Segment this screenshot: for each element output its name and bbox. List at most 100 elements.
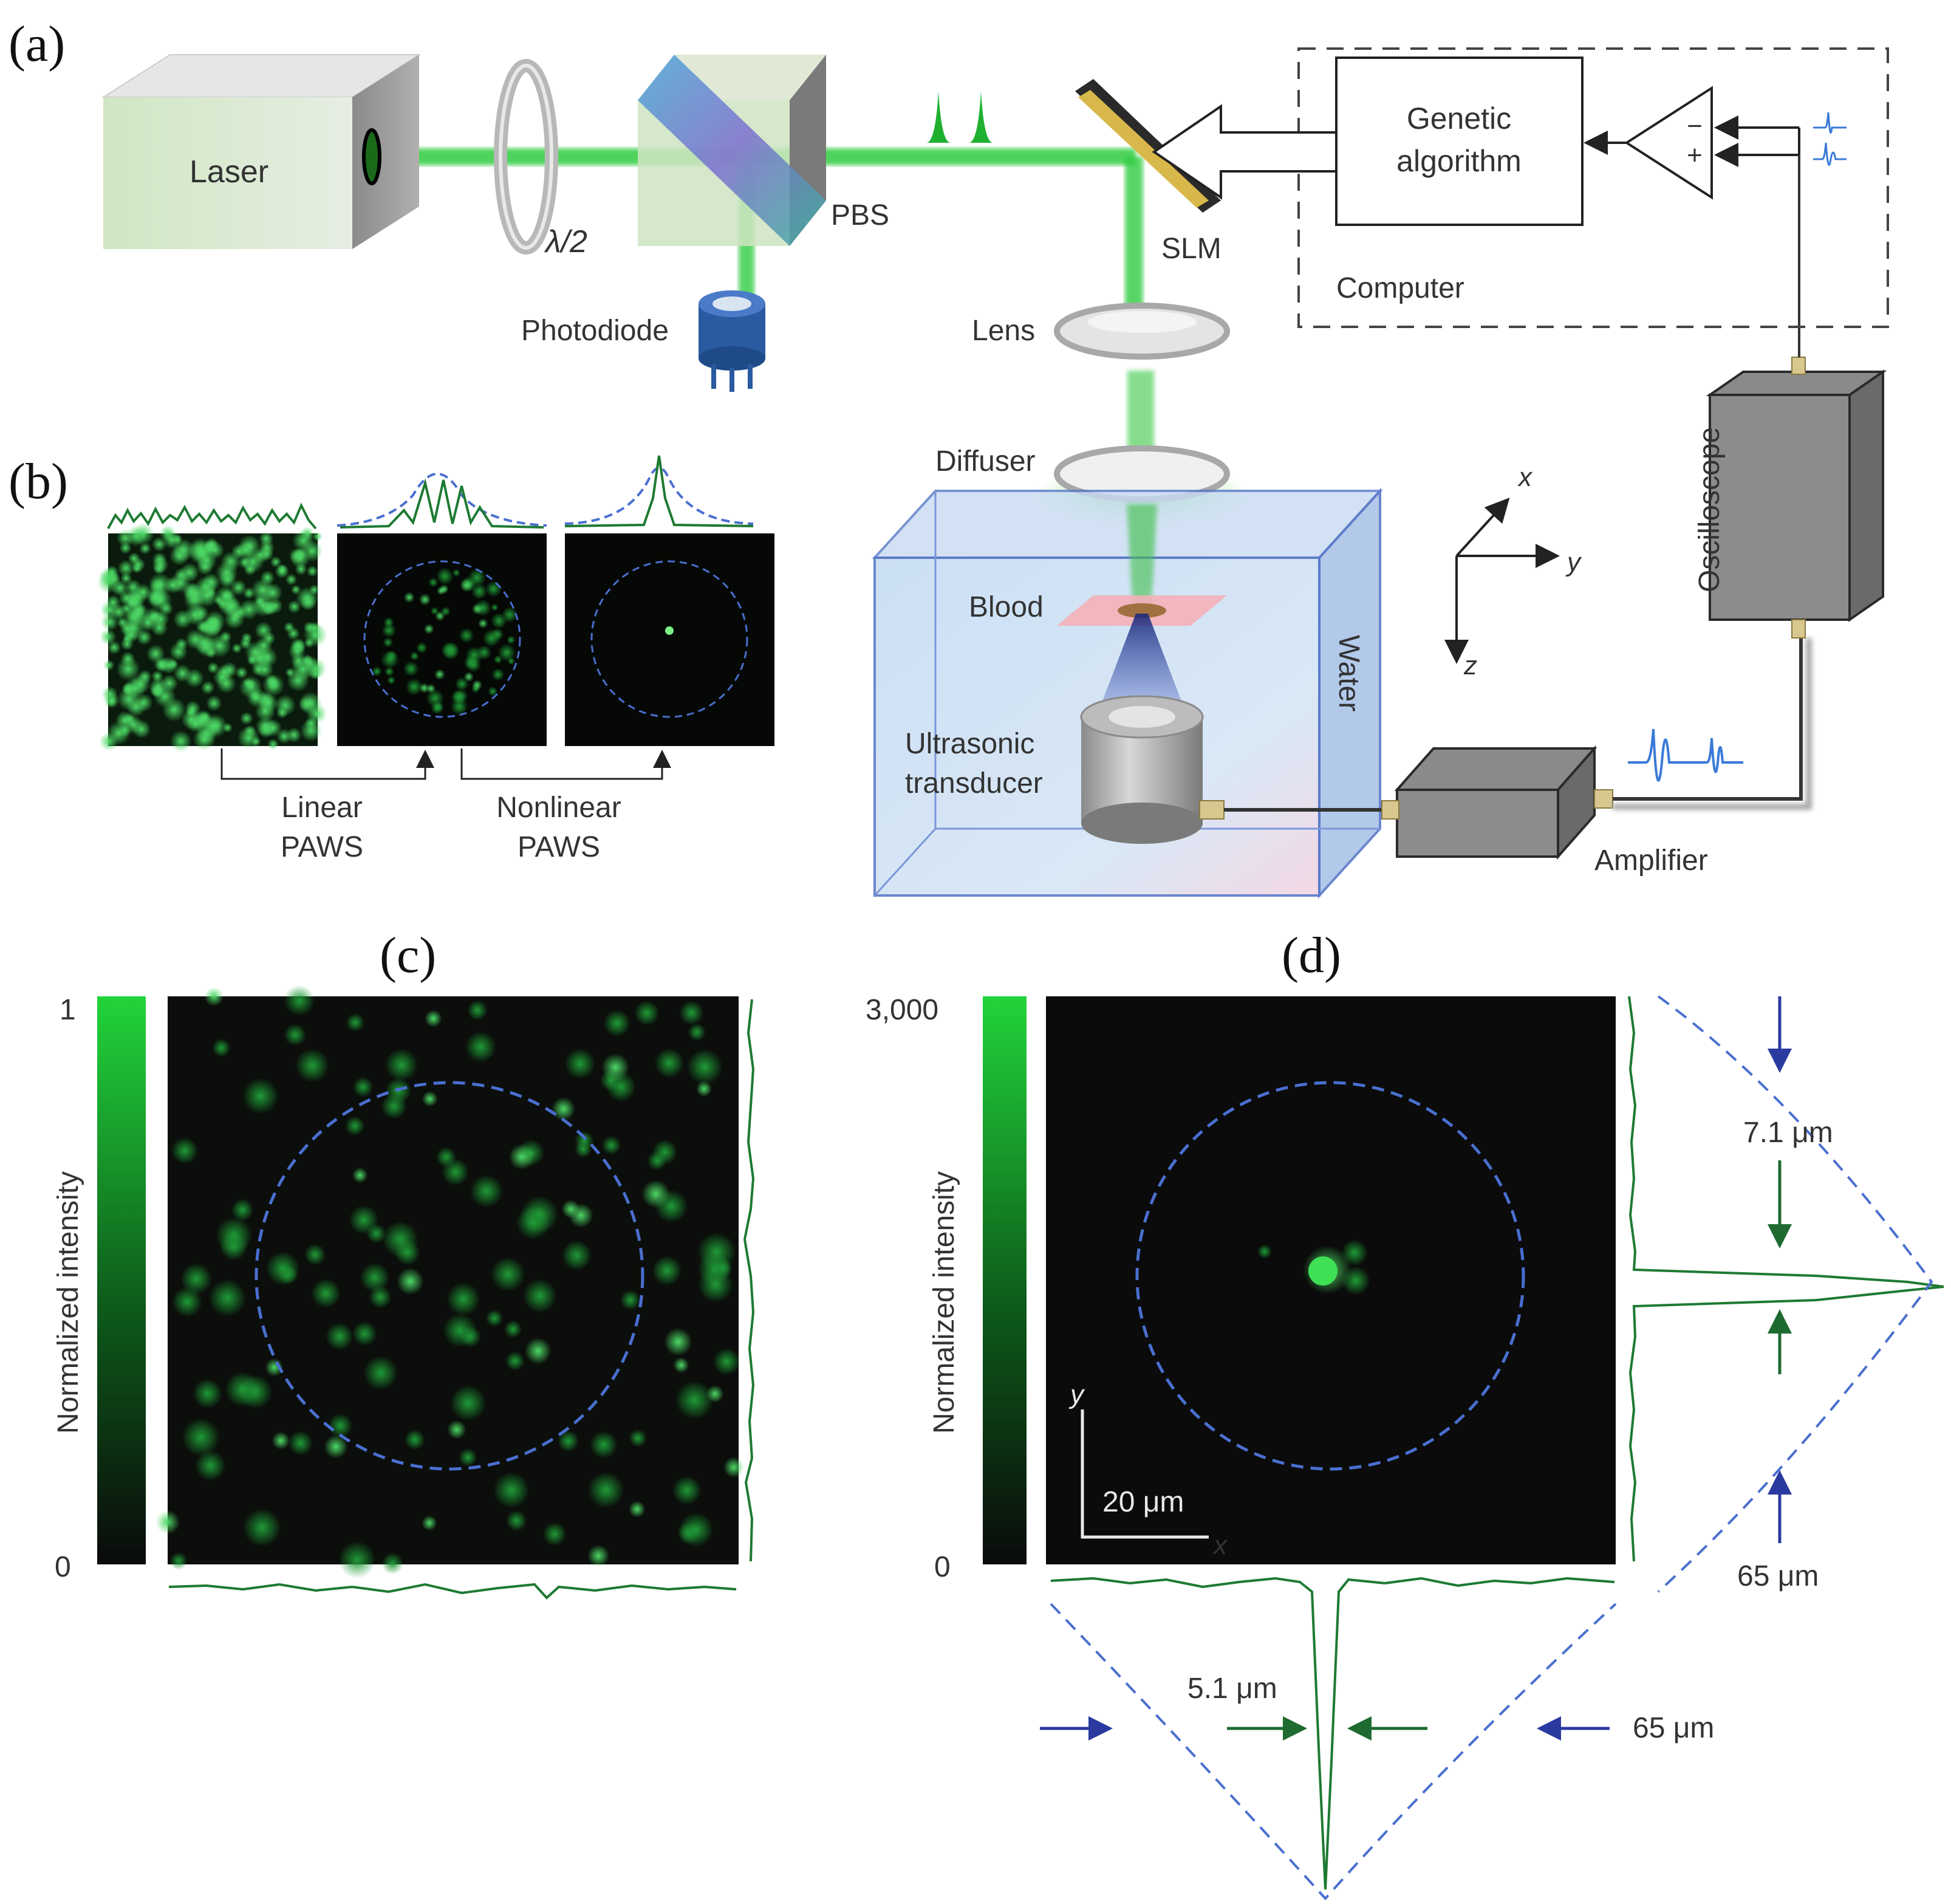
speckle-grain — [239, 637, 252, 650]
speckle-grain — [174, 567, 189, 583]
speckle-grain — [196, 558, 214, 575]
speckle-grain — [182, 1418, 220, 1457]
speckle-grain — [423, 623, 434, 634]
b-profile-2-dashed — [337, 473, 547, 527]
b-profile-1 — [107, 502, 317, 530]
laser-aperture — [362, 128, 381, 185]
c-colorbar-label: Normalized intensity — [52, 1171, 84, 1434]
speckle-grain — [291, 657, 315, 681]
speckle-grain — [137, 669, 152, 684]
b-image-linear — [337, 533, 547, 746]
speckle-grain — [303, 623, 327, 648]
speckle-grain — [419, 594, 431, 606]
speckle-grain — [237, 535, 261, 558]
speckle-grain — [275, 694, 296, 716]
speckle-grain — [491, 612, 507, 629]
speckle-grain — [620, 1290, 641, 1310]
beam-in-water — [1127, 504, 1157, 608]
speckle-grain — [160, 674, 179, 692]
b-profile-3-dashed — [564, 467, 754, 525]
speckle-grain — [284, 622, 295, 633]
speckle-grain — [409, 651, 420, 661]
amplifier-label: Amplifier — [1594, 844, 1708, 877]
speckle-grain — [230, 579, 247, 596]
speckle-grain — [372, 666, 382, 677]
speckle-grain — [117, 560, 135, 577]
speckle-grain — [259, 531, 274, 546]
speckle-grain — [383, 617, 394, 628]
speckle-grain — [128, 587, 148, 606]
speckle-grain — [349, 1205, 379, 1235]
speckle-grain — [723, 1457, 744, 1478]
slm-label: SLM — [1161, 233, 1222, 265]
d-focus-spot — [1303, 1239, 1370, 1295]
speckle-grain — [542, 1522, 567, 1546]
speckle-grain — [312, 531, 323, 542]
speckle-grain — [213, 668, 231, 687]
speckle-grain — [151, 536, 167, 552]
speckle-grain — [569, 1203, 593, 1228]
speckle-grain — [149, 578, 165, 594]
speckle-grain — [116, 657, 140, 681]
speckle-grain — [128, 552, 140, 565]
speckle-grain — [360, 1262, 390, 1293]
laser: Laser — [101, 54, 422, 249]
b-arrows — [220, 748, 671, 780]
blood-label: Blood — [969, 591, 1044, 623]
speckle-grain — [442, 1158, 470, 1186]
speckle-grain — [405, 678, 423, 696]
speckle-grain — [383, 637, 394, 648]
speckle-grain — [493, 1472, 530, 1508]
speckle-grain — [204, 611, 226, 632]
oscilloscope: Oscilloscope — [1693, 357, 1887, 639]
speckle-grain — [460, 578, 473, 592]
cable-shadow-2 — [1613, 638, 1812, 810]
speckle-grain — [673, 1357, 689, 1373]
speckle-grain — [240, 711, 253, 725]
speckle-grain — [485, 1309, 504, 1327]
speckle-grain — [603, 1010, 630, 1037]
speckle-grain — [136, 629, 152, 645]
genetic-algorithm-box — [1335, 57, 1584, 226]
speckle-grain — [221, 589, 234, 602]
nonlinear-paws-label-1: Nonlinear — [496, 792, 621, 824]
speckle-grain — [149, 587, 173, 612]
speckle-grain — [261, 601, 275, 615]
speckle-grain — [99, 732, 118, 751]
d-scalebar-label: 20 μm — [1102, 1486, 1184, 1518]
c-profile-vertical — [743, 999, 755, 1562]
speckle-grain — [123, 713, 136, 726]
speckle-grain — [712, 1348, 740, 1375]
speckle-grain — [324, 1434, 348, 1459]
speckle-grain — [504, 1320, 522, 1338]
speckle-grain — [416, 642, 428, 654]
speckle-grain — [288, 642, 306, 660]
d-speckle-vertical-label: 65 μm — [1737, 1560, 1819, 1592]
d-profile-vertical — [1628, 996, 1944, 1562]
speckle-grain — [299, 691, 323, 715]
speckle-grain — [216, 561, 238, 584]
speckle-grain — [634, 1000, 660, 1026]
speckle-grain — [162, 697, 186, 722]
speckle-grain — [290, 548, 310, 569]
water-label: Water — [1333, 635, 1365, 711]
speckle-grain — [491, 668, 505, 681]
speckle-grain — [478, 618, 488, 629]
speckle-grain — [185, 700, 201, 717]
speckle-grain — [284, 985, 315, 1016]
polarizing-beam-splitter: PBS — [638, 55, 889, 246]
speckle-grain — [122, 633, 133, 644]
speckle-grain — [231, 643, 242, 654]
speckle-grain — [434, 669, 445, 680]
speckle-grain — [265, 1251, 300, 1286]
light-pulses — [926, 91, 993, 143]
speckle-grain — [419, 683, 429, 693]
speckle-grain — [208, 1279, 247, 1317]
speckle-grain — [103, 659, 115, 671]
axis-y-label: y — [1565, 547, 1582, 577]
differential-amplifier — [1624, 86, 1713, 200]
panel-label-d: (d) — [1282, 927, 1341, 984]
speckle-grain — [675, 1380, 714, 1420]
speckle-grain — [304, 1244, 326, 1265]
